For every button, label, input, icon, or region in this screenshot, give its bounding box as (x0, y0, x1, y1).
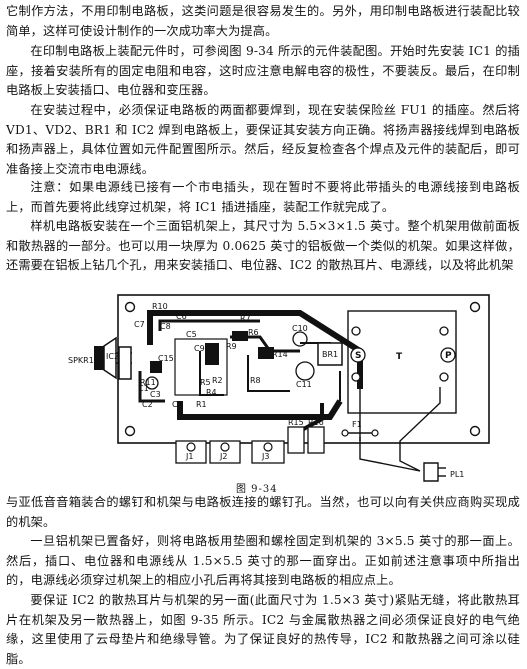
figure-caption: 图 9-34 (236, 484, 278, 495)
paragraph-1: 它制作方法，不用印制电路板，这类问题是很容易发生的。另外，用印制电路板进行装配比… (6, 4, 520, 38)
label-c9: C9 (194, 344, 205, 353)
label-j1: J1 (185, 452, 193, 461)
label-t: T (396, 352, 403, 362)
pot-r15 (287, 426, 305, 454)
pcb-diagram: SPKR1 IC2 C7 R10 C8 C6 R7 R6 C5 C15 C9 R… (68, 294, 490, 482)
label-c1: C1 (138, 384, 149, 393)
label-c11: C11 (296, 380, 312, 389)
label-r14: R14 (272, 350, 288, 359)
trace (158, 319, 260, 331)
jack-j1-hole (186, 442, 196, 452)
label-c7: C7 (134, 320, 145, 329)
c11-capacitor (295, 361, 315, 381)
mount-hole (469, 301, 481, 313)
component-layout-figure: SPKR1 IC2 C7 R10 C8 C6 R7 R6 C5 C15 C9 R… (0, 291, 527, 491)
paragraph-2: 在印制电路板上装配元件时，可参阅图 9-34 所示的元件装配图。开始时先安装 I… (6, 44, 520, 98)
label-r1: R1 (196, 400, 207, 409)
label-c10: C10 (292, 324, 308, 333)
jack-j3-hole (263, 442, 273, 452)
label-c6: C6 (176, 312, 187, 321)
label-r4: R4 (206, 388, 217, 397)
pad (351, 372, 361, 382)
label-pl1: PL1 (450, 470, 464, 479)
label-c2: C2 (142, 400, 153, 409)
label-ic2: IC2 (106, 352, 119, 361)
label-j3: J3 (261, 452, 269, 461)
trace (299, 403, 324, 433)
fuse-f1-end (341, 429, 349, 437)
pad (439, 372, 449, 382)
label-p: P (445, 351, 452, 361)
label-s: S (355, 351, 361, 361)
trace (399, 387, 441, 472)
ic1-chip (205, 343, 219, 365)
label-r16: R16 (308, 418, 324, 427)
paragraph-7: 一旦铝机架已置备好，则将电路板用垫圈和螺栓固定到机架的 3×5.5 英寸的那一面… (6, 534, 520, 588)
label-r7: R7 (240, 314, 251, 323)
label-c15: C15 (158, 354, 174, 363)
transformer-s-pin (350, 347, 366, 363)
jack-j3 (251, 440, 285, 464)
label-j2: J2 (219, 452, 227, 461)
trace (138, 371, 165, 403)
component (232, 331, 248, 341)
transformer-p-pin (440, 347, 456, 363)
paragraph-5: 样机电路板安装在一个三面铝机架上，其尺寸为 5.5×3×1.5 英寸。整个机架用… (6, 219, 520, 273)
pot-r16 (307, 426, 325, 454)
label-c5: C5 (186, 330, 197, 339)
ic2-body (118, 346, 132, 380)
fuse-f1-end (371, 429, 379, 437)
label-r15: R15 (288, 418, 304, 427)
ic1-socket (174, 338, 228, 396)
label-spkr1: SPKR1 (68, 356, 94, 365)
pad (351, 326, 361, 336)
mount-hole (124, 301, 136, 313)
trace (147, 310, 363, 389)
component (150, 361, 162, 373)
jack-j2-hole (220, 442, 230, 452)
speaker-cone (103, 336, 117, 380)
label-r5: R5 (200, 378, 211, 387)
label-br1: BR1 (322, 350, 338, 359)
power-cord (359, 437, 421, 472)
label-r6: R6 (248, 328, 259, 337)
trace (247, 355, 290, 392)
trace (177, 399, 343, 420)
plug-pl1 (423, 462, 439, 482)
jack-j1 (175, 440, 207, 464)
label-c3: C3 (150, 390, 161, 399)
label-r10: R10 (152, 302, 168, 311)
label-c4: C4 (172, 400, 183, 409)
label-f1: F1 (352, 420, 362, 429)
label-r9: R9 (226, 342, 237, 351)
pad (439, 326, 449, 336)
label-r11: R11 (140, 378, 156, 387)
mount-hole (469, 425, 481, 437)
label-c8: C8 (160, 322, 171, 331)
jack-j2 (209, 440, 241, 464)
component (258, 347, 274, 359)
paragraph-8: 要保证 IC2 的散热耳片与机架的另一面(此面尺寸为 1.5×3 英寸)紧贴无缝… (6, 593, 520, 666)
paragraph-6: 与亚低音音箱装合的螺钉和机架与电路板连接的螺钉孔。当然，也可以向有关供应商购买现… (6, 495, 520, 529)
transformer-t (347, 310, 457, 414)
speaker-terminal (94, 346, 104, 370)
paragraph-3: 在安装过程中，必须保证电路板的两面都要焊到，现在安装保险丝 FU1 的插座。然后… (6, 103, 520, 176)
mount-hole (124, 425, 136, 437)
c10-capacitor (292, 331, 308, 347)
capacitor (145, 376, 159, 390)
label-r2: R2 (212, 376, 223, 385)
paragraph-4: 注意：如果电源线已接有一个市电插头，现在暂时不要将此带插头的电源线接到电路板上，… (6, 180, 520, 214)
br1-body (317, 342, 343, 366)
label-r8: R8 (250, 376, 261, 385)
